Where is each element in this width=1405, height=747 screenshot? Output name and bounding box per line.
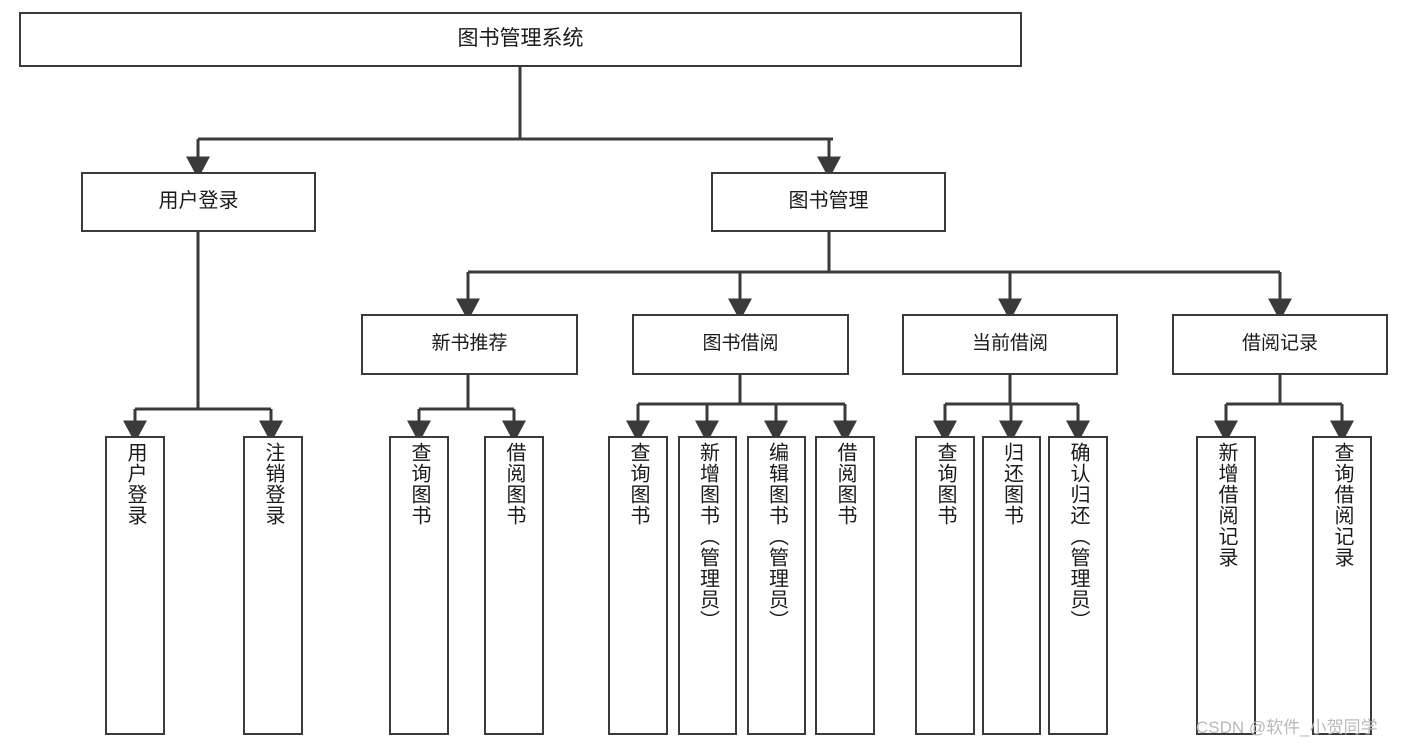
node-book-management[interactable]: 图书管理 xyxy=(711,172,946,232)
node-borrow-record-label: 借阅记录 xyxy=(1241,333,1318,355)
node-leaf-borrow-book-1[interactable]: 借阅图书 xyxy=(484,436,544,735)
node-leaf-logout[interactable]: 注销登录 xyxy=(243,436,303,735)
node-leaf-query-book-1-label: 查询图书 xyxy=(408,442,430,526)
node-new-book-recommend[interactable]: 新书推荐 xyxy=(361,314,578,375)
node-leaf-return-book-label: 归还图书 xyxy=(1000,442,1023,526)
node-current-borrow-label: 当前借阅 xyxy=(971,333,1048,355)
node-book-borrow[interactable]: 图书借阅 xyxy=(632,314,849,375)
node-leaf-query-record-label: 查询借阅记录 xyxy=(1331,442,1353,568)
node-leaf-query-book-2[interactable]: 查询图书 xyxy=(608,436,668,735)
node-book-management-label: 图书管理 xyxy=(788,190,869,213)
node-user-login-label: 用户登录 xyxy=(158,190,239,213)
node-leaf-user-login[interactable]: 用户登录 xyxy=(105,436,165,735)
node-leaf-query-book-1[interactable]: 查询图书 xyxy=(389,436,449,735)
node-book-borrow-label: 图书借阅 xyxy=(702,333,779,355)
node-leaf-add-record[interactable]: 新增借阅记录 xyxy=(1196,436,1256,735)
node-leaf-add-book-label: 新增图书（管理员） xyxy=(696,442,719,631)
node-new-book-recommend-label: 新书推荐 xyxy=(431,333,508,355)
node-leaf-logout-label: 注销登录 xyxy=(262,442,284,526)
node-leaf-edit-book[interactable]: 编辑图书（管理员） xyxy=(747,436,806,735)
node-root-label: 图书管理系统 xyxy=(457,27,584,51)
node-leaf-return-book[interactable]: 归还图书 xyxy=(982,436,1041,735)
node-leaf-query-book-2-label: 查询图书 xyxy=(627,442,649,526)
node-leaf-query-book-3-label: 查询图书 xyxy=(934,442,956,526)
node-current-borrow[interactable]: 当前借阅 xyxy=(902,314,1118,375)
node-leaf-add-record-label: 新增借阅记录 xyxy=(1215,442,1237,568)
node-leaf-add-book[interactable]: 新增图书（管理员） xyxy=(678,436,737,735)
node-leaf-query-record[interactable]: 查询借阅记录 xyxy=(1312,436,1372,735)
node-leaf-edit-book-label: 编辑图书（管理员） xyxy=(765,442,788,631)
node-leaf-query-book-3[interactable]: 查询图书 xyxy=(915,436,975,735)
node-leaf-borrow-book-2[interactable]: 借阅图书 xyxy=(815,436,875,735)
node-leaf-user-login-label: 用户登录 xyxy=(124,442,146,526)
node-user-login[interactable]: 用户登录 xyxy=(81,172,316,232)
node-root[interactable]: 图书管理系统 xyxy=(19,12,1022,67)
node-borrow-record[interactable]: 借阅记录 xyxy=(1172,314,1388,375)
node-leaf-confirm-return[interactable]: 确认归还（管理员） xyxy=(1048,436,1108,735)
node-leaf-borrow-book-2-label: 借阅图书 xyxy=(834,442,856,526)
watermark-text: CSDN @软件_小贺同学 xyxy=(1196,718,1378,737)
node-leaf-confirm-return-label: 确认归还（管理员） xyxy=(1067,442,1089,631)
node-leaf-borrow-book-1-label: 借阅图书 xyxy=(503,442,525,526)
